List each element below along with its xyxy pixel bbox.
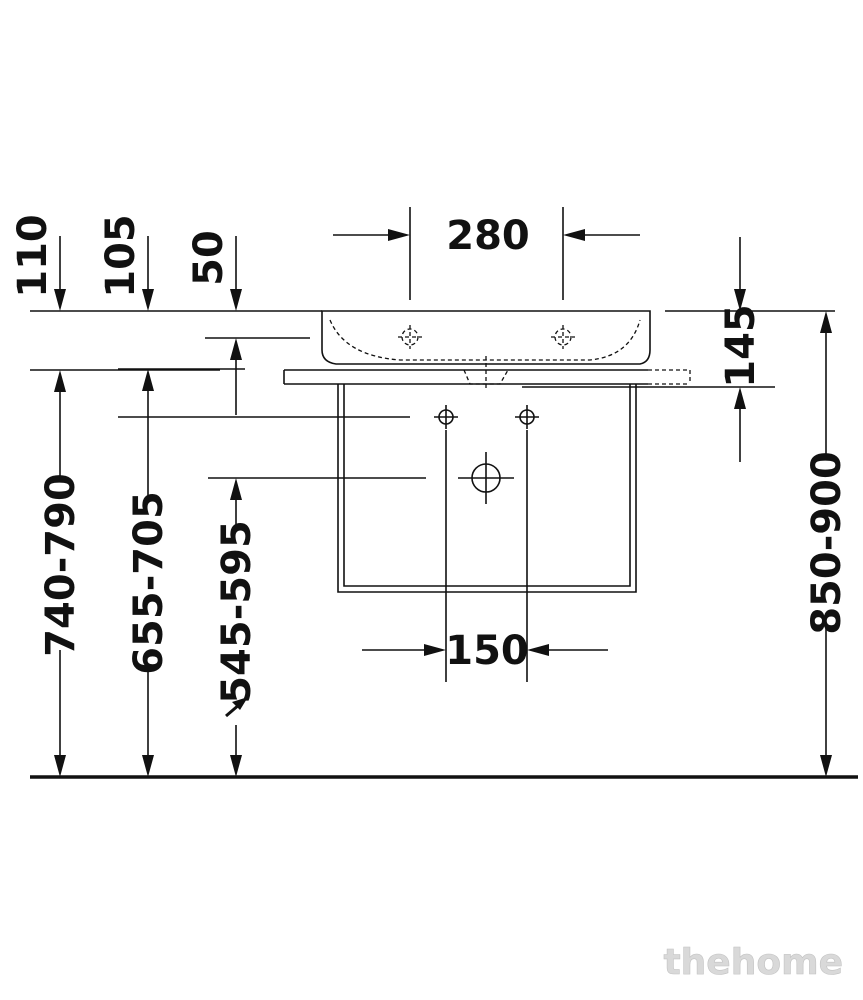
console-shelf bbox=[283, 369, 775, 388]
dim-label-110: 110 bbox=[10, 214, 56, 298]
dim-label-105: 105 bbox=[98, 214, 144, 298]
dim-label-655-705: 655-705 bbox=[126, 491, 172, 675]
dimension-50: 50 bbox=[186, 230, 242, 415]
watermark-text: thehome bbox=[663, 942, 843, 983]
dimension-850-900: 850-900 bbox=[804, 311, 850, 777]
dim-label-545-595: 545-595 bbox=[214, 520, 260, 704]
dim-label-740-790: 740-790 bbox=[38, 473, 84, 657]
water-inlet-right bbox=[515, 405, 539, 429]
dimension-280: 280 bbox=[333, 207, 640, 300]
dim-label-50: 50 bbox=[186, 230, 232, 286]
tap-hole-left bbox=[398, 325, 422, 349]
console-frame bbox=[337, 384, 637, 593]
water-inlet-left bbox=[434, 405, 458, 429]
dimension-105: 105 bbox=[98, 214, 154, 311]
dimension-740-790: 740-790 bbox=[38, 370, 84, 777]
dimension-655-705: 655-705 bbox=[126, 369, 172, 777]
dim-label-145: 145 bbox=[718, 304, 764, 388]
dim-label-150: 150 bbox=[445, 628, 529, 674]
dimension-145: 145 bbox=[718, 237, 764, 462]
tap-hole-right bbox=[551, 325, 575, 349]
dim-label-850-900: 850-900 bbox=[804, 451, 850, 635]
dim-label-280: 280 bbox=[446, 213, 530, 259]
dimension-150: 150 bbox=[362, 430, 608, 682]
dimension-110: 110 bbox=[10, 214, 66, 311]
waste-outlet bbox=[458, 452, 514, 504]
washbasin bbox=[321, 310, 651, 388]
dimension-545-595: 545-595 bbox=[214, 478, 260, 777]
